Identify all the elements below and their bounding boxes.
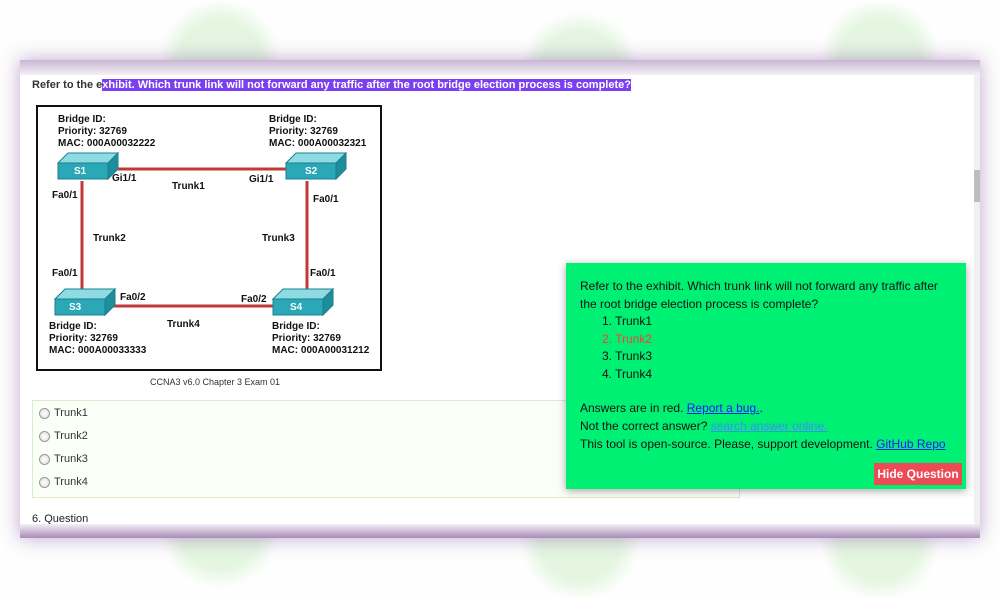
s4-fa01-port-label: Fa0/1 (310, 268, 336, 279)
s2-bridge-id: Bridge ID: (269, 114, 317, 125)
option-label-2: Trunk2 (54, 430, 88, 442)
popup-answer-2-correct: 2. Trunk2 (602, 331, 653, 346)
hide-question-button[interactable]: Hide Question (874, 463, 962, 485)
trunk-links (80, 167, 309, 308)
option-trunk1[interactable]: Trunk1 (39, 407, 88, 419)
s4-fa02-port-label: Fa0/2 (241, 294, 267, 305)
report-bug-link[interactable]: Report a bug. (686, 401, 760, 415)
option-radio-2[interactable] (39, 430, 50, 442)
popup-answer-list: 1. Trunk1 2. Trunk2 3. Trunk3 4. Trunk4 (602, 313, 652, 383)
question-prefix: Refer to the e (32, 79, 103, 91)
question-selected-text: xhibit. Which trunk link will not forwar… (102, 79, 631, 91)
popup-answer-1: 1. Trunk1 (602, 314, 653, 328)
option-trunk4[interactable]: Trunk4 (39, 476, 88, 488)
s1-mac: MAC: 000A00032222 (58, 138, 156, 149)
frame-top-band (20, 60, 980, 75)
s2-label: S2 (305, 166, 318, 177)
s3-label: S3 (69, 302, 82, 313)
s3-fa02-port-label: Fa0/2 (120, 292, 146, 303)
trunk1-label: Trunk1 (172, 181, 205, 192)
trunk4-label: Trunk4 (167, 319, 200, 330)
question-text: Refer to the exhibit. Which trunk link w… (32, 79, 631, 91)
s1-label: S1 (74, 166, 87, 177)
answers-note-text: Answers are in red. (580, 401, 684, 415)
search-answer-link[interactable]: search answer online. (710, 419, 828, 433)
s2-fa-port-label: Fa0/1 (313, 194, 339, 205)
option-label-3: Trunk3 (54, 453, 88, 465)
option-label-4: Trunk4 (54, 476, 88, 488)
scrollbar-thumb[interactable] (974, 170, 980, 202)
s3-mac: MAC: 000A00033333 (49, 345, 147, 356)
option-radio-1[interactable] (39, 407, 50, 419)
s2-gi-port-label: Gi1/1 (249, 174, 274, 185)
popup-question: Refer to the exhibit. Which trunk link w… (580, 279, 938, 311)
s4-mac: MAC: 000A00031212 (272, 345, 370, 356)
trunk2-label: Trunk2 (93, 233, 126, 244)
s3-fa01-port-label: Fa0/1 (52, 268, 78, 279)
trunk3-label: Trunk3 (262, 233, 295, 244)
s2-priority: Priority: 32769 (269, 126, 338, 137)
popup-not-correct-line: Not the correct answer? search answer on… (580, 419, 827, 433)
report-suffix: . (759, 401, 763, 415)
exhibit-diagram: S1 S2 S3 S4 Bridge ID: Priority: 32769 M… (36, 105, 382, 371)
answer-popup: Refer to the exhibit. Which trunk link w… (566, 263, 966, 489)
s1-gi-port-label: Gi1/1 (112, 173, 137, 184)
option-trunk2[interactable]: Trunk2 (39, 430, 88, 442)
s3-bridge-id: Bridge ID: (49, 321, 97, 332)
s3-priority: Priority: 32769 (49, 333, 118, 344)
option-radio-3[interactable] (39, 453, 50, 465)
open-source-text: This tool is open-source. Please, suppor… (580, 437, 873, 451)
switch-s2-icon (284, 151, 348, 181)
option-radio-4[interactable] (39, 476, 50, 488)
s1-priority: Priority: 32769 (58, 126, 127, 137)
s1-fa-port-label: Fa0/1 (52, 190, 78, 201)
popup-answer-3: 3. Trunk3 (602, 349, 653, 364)
option-trunk3[interactable]: Trunk3 (39, 453, 88, 465)
option-label-1: Trunk1 (54, 407, 88, 419)
page-scrollbar[interactable] (974, 75, 980, 524)
s4-bridge-id: Bridge ID: (272, 321, 320, 332)
topology-svg (53, 151, 348, 317)
switch-s4-icon (271, 287, 335, 317)
s4-label: S4 (290, 302, 303, 313)
exhibit-caption: CCNA3 v6.0 Chapter 3 Exam 01 (150, 377, 281, 387)
frame-bottom-band (20, 524, 980, 538)
not-correct-text: Not the correct answer? (580, 419, 708, 433)
switch-s1-icon (56, 151, 120, 181)
s1-bridge-id: Bridge ID: (58, 114, 106, 125)
popup-answer-4: 4. Trunk4 (602, 366, 653, 381)
s2-mac: MAC: 000A00032321 (269, 138, 367, 149)
switch-s3-icon (53, 287, 117, 317)
popup-open-source-line: This tool is open-source. Please, suppor… (580, 437, 946, 451)
next-question-heading: 6. Question (32, 513, 89, 524)
github-repo-link[interactable]: GitHub Repo (876, 437, 946, 451)
s4-priority: Priority: 32769 (272, 333, 341, 344)
popup-answers-note: Answers are in red. Report a bug.. (580, 401, 763, 415)
